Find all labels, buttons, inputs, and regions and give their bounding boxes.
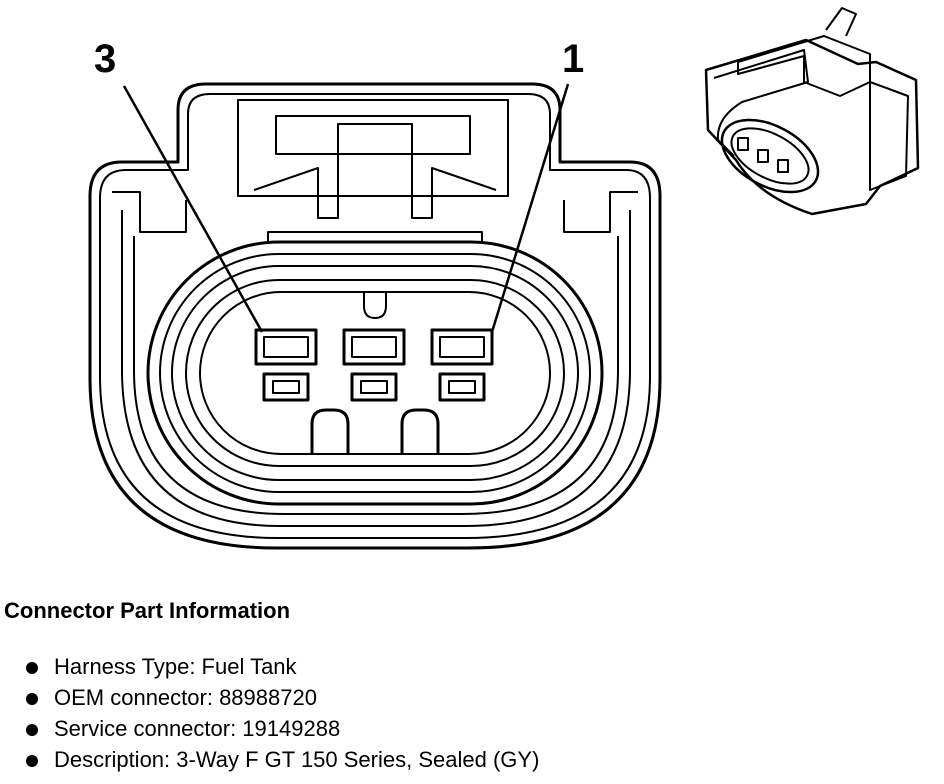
- info-item-service-connector: Service connector: 19149288: [4, 714, 934, 745]
- latch-arm: [253, 153, 497, 219]
- terminal-3-inner: [263, 336, 309, 358]
- lock-1-inner: [448, 380, 476, 394]
- latch-top: [275, 115, 471, 155]
- leader-line-pin-3: [122, 85, 264, 333]
- info-list: Harness Type: Fuel Tank OEM connector: 8…: [4, 652, 934, 776]
- terminal-3: [254, 328, 318, 366]
- iso-body: [704, 38, 920, 216]
- info-item-harness-type: Harness Type: Fuel Tank: [4, 652, 934, 683]
- terminal-1: [430, 328, 494, 366]
- connector-outer-shell: [88, 82, 662, 550]
- inner-frame-2: [133, 236, 619, 515]
- iso-terminal-3: [777, 159, 789, 173]
- info-item-description: Description: 3-Way F GT 150 Series, Seal…: [4, 745, 934, 776]
- iso-plug-face: [720, 118, 820, 194]
- seal-ring-outer: [146, 240, 604, 506]
- seal-ring-3: [171, 265, 579, 481]
- bottom-key-left: [310, 408, 350, 454]
- seal-ring-4: [185, 279, 565, 467]
- latch-slot: [337, 123, 413, 155]
- lock-3: [262, 372, 310, 402]
- iso-terminal-2: [757, 149, 769, 163]
- left-rail: [112, 191, 187, 233]
- leader-line-pin-1: [490, 83, 570, 333]
- connector-outer-shell-inner: [99, 93, 651, 539]
- iso-terminal-1: [737, 137, 749, 151]
- pin-label-3: 3: [94, 37, 116, 81]
- seal-ring-2: [159, 253, 591, 493]
- iso-front-face: [713, 49, 809, 157]
- lock-1: [438, 372, 486, 402]
- terminal-1-inner: [439, 336, 485, 358]
- info-item-text: Description: 3-Way F GT 150 Series, Seal…: [54, 747, 540, 772]
- lock-2-inner: [360, 380, 388, 394]
- info-item-text: OEM connector: 88988720: [54, 685, 317, 710]
- seal-ring-inner: [199, 291, 551, 455]
- bullet-icon: [26, 755, 38, 767]
- info-item-text: Service connector: 19149288: [54, 716, 341, 741]
- info-title: Connector Part Information: [4, 598, 291, 623]
- terminal-2: [342, 328, 406, 366]
- key-notch: [363, 292, 387, 319]
- info-item-text: Harness Type: Fuel Tank: [54, 654, 297, 679]
- terminal-2-inner: [351, 336, 397, 358]
- bottom-key-right: [400, 408, 440, 454]
- bullet-icon: [26, 693, 38, 705]
- info-item-oem-connector: OEM connector: 88988720: [4, 683, 934, 714]
- pin-label-1: 1: [562, 37, 584, 81]
- connector-part-information: Connector Part Information Harness Type:…: [4, 596, 934, 776]
- bullet-icon: [26, 724, 38, 736]
- connector-iso-view: [704, 7, 920, 216]
- lock-3-inner: [272, 380, 300, 394]
- lock-2: [350, 372, 398, 402]
- bullet-icon: [26, 662, 38, 674]
- iso-top-block: [737, 35, 871, 97]
- right-rail: [563, 191, 638, 233]
- iso-plug-face-inner: [730, 127, 810, 185]
- connector-face: [88, 82, 662, 550]
- iso-right-side: [869, 81, 909, 191]
- terminal-cavities: [254, 328, 494, 402]
- iso-tab: [825, 7, 857, 37]
- connector-diagram: 3 1: [88, 7, 920, 550]
- inner-frame: [121, 210, 631, 527]
